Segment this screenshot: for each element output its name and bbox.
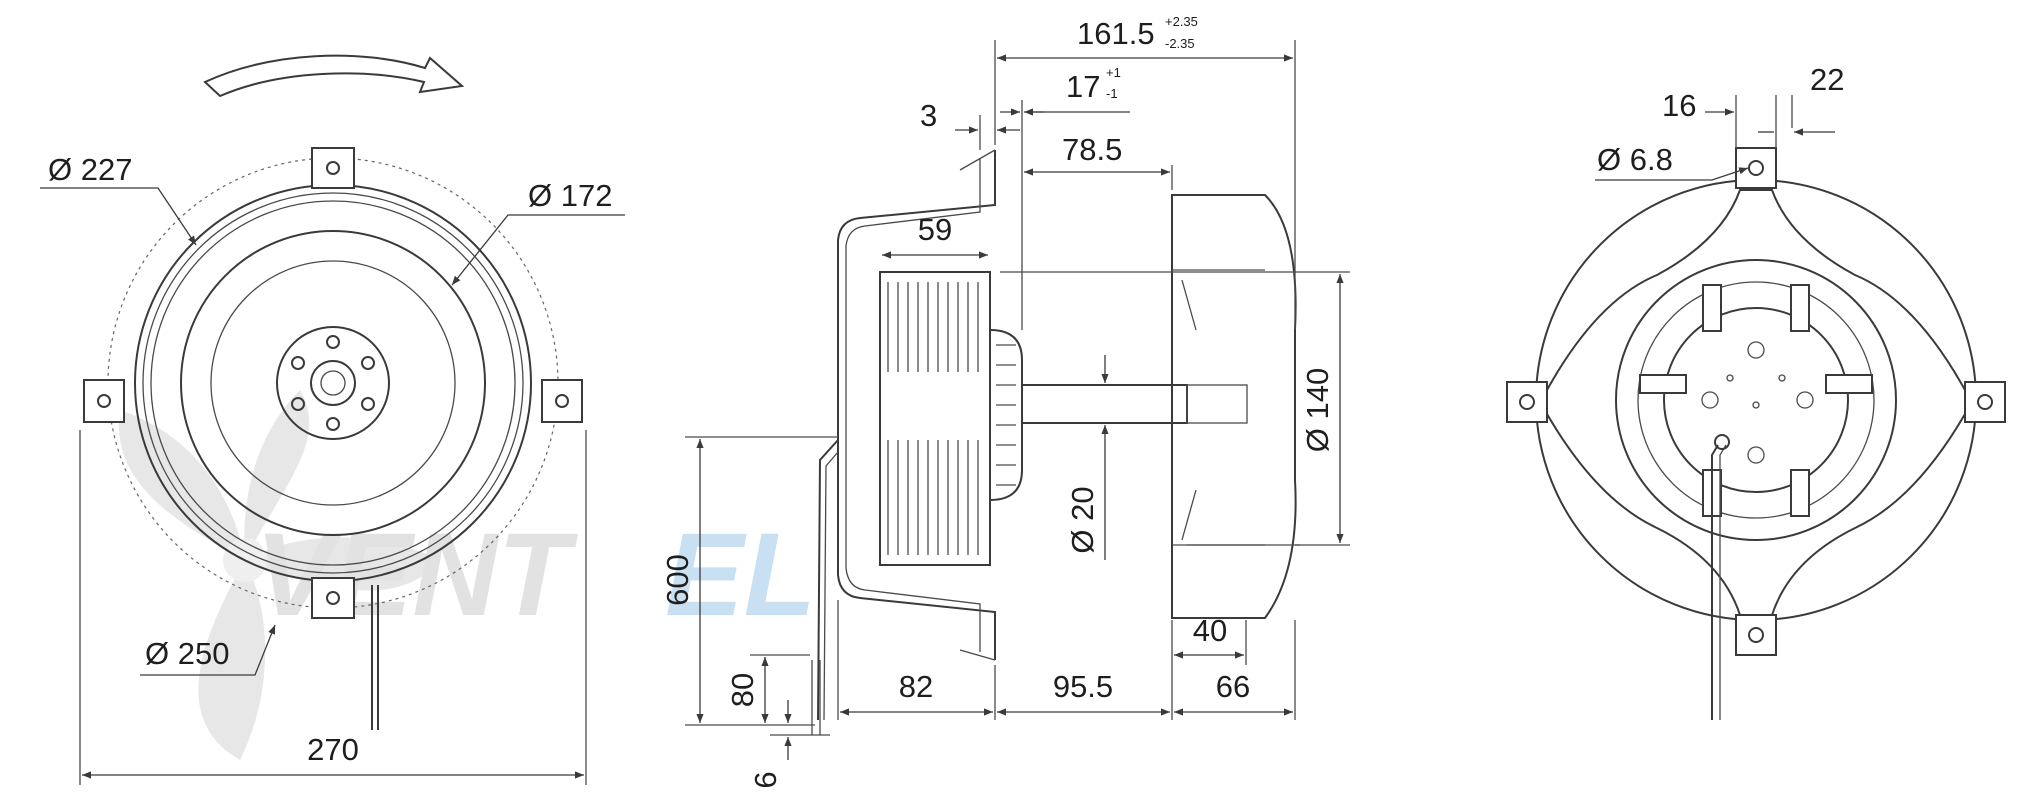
mounting-lug-left <box>83 379 125 423</box>
dim-78-5-label: 78.5 <box>1062 132 1122 167</box>
mounting-lug-bottom <box>311 577 355 619</box>
strip-length-label: 6 <box>748 771 783 788</box>
rear-lug-left <box>1506 381 1548 423</box>
impeller-ring <box>180 230 486 536</box>
dia-bolt-circle-label: Ø 250 <box>145 636 229 671</box>
dia-inner-label: Ø 172 <box>528 178 612 213</box>
rear-view: 16 22 Ø 6.8 <box>1506 62 2006 720</box>
motor-coil <box>989 329 1023 501</box>
dim-95-5-label: 95.5 <box>1053 669 1113 704</box>
dim-59-label: 59 <box>918 212 952 247</box>
impeller-blades <box>887 282 979 555</box>
shaft-body <box>1021 384 1188 424</box>
mounting-lug-top <box>311 147 355 189</box>
dim-16-label: 16 <box>1662 88 1696 123</box>
hub-bore <box>310 360 356 406</box>
rear-motor-ring <box>1615 259 1897 541</box>
rear-lug-bottom <box>1735 614 1777 656</box>
mounting-lug-right <box>541 379 583 423</box>
front-view: 270 Ø 227 Ø 172 Ø 250 <box>40 54 625 785</box>
side-cable <box>817 439 839 721</box>
hole-dia-label: Ø 6.8 <box>1597 142 1673 177</box>
dia-outer-label: Ø 227 <box>48 152 132 187</box>
cable-end-label: 80 <box>725 673 760 707</box>
dim-82-label: 82 <box>899 669 933 704</box>
housing-ring-2 <box>142 192 524 574</box>
housing-ring-3 <box>150 200 516 566</box>
overall-length-label: 161.5 <box>1077 16 1155 51</box>
watermark: VENT EL <box>118 390 816 760</box>
dim-17-tol-lower: -1 <box>1106 86 1118 101</box>
shaft <box>320 370 346 396</box>
dia-shaft-label: Ø 20 <box>1065 486 1100 553</box>
hub-screw-holes <box>291 335 375 431</box>
dim-3-label: 3 <box>920 98 937 133</box>
dim-17-tol-upper: +1 <box>1106 65 1121 80</box>
dim-22-label: 22 <box>1810 62 1844 97</box>
rear-motor-ring-inner <box>1637 281 1875 519</box>
rear-hub-ring <box>1663 307 1849 493</box>
impeller-drum <box>879 271 991 566</box>
dim-40-label: 40 <box>1193 613 1227 648</box>
watermark-brand-blue: EL <box>665 509 816 641</box>
rear-lug-right <box>1964 381 2006 423</box>
overall-length-tol-upper: +2.35 <box>1165 14 1198 29</box>
rear-center-holes <box>1701 341 1814 464</box>
dia-impeller-label: Ø 140 <box>1300 368 1335 452</box>
dim-66-label: 66 <box>1216 669 1250 704</box>
watermark-brand-grey: VENT <box>255 509 579 641</box>
cable-length-label: 600 <box>660 554 695 606</box>
bracket-outline <box>837 150 996 660</box>
rear-clip <box>1702 284 1722 332</box>
rear-lug-top <box>1735 147 1777 189</box>
side-view: 161.5 +2.35 -2.35 17 +1 -1 3 78.5 59 Ø 1… <box>660 14 1350 789</box>
dim-17-label: 17 <box>1066 69 1100 104</box>
hub <box>276 326 390 440</box>
width-label: 270 <box>307 732 359 767</box>
rotor-wheel <box>1171 194 1297 619</box>
motor-ring <box>210 260 456 506</box>
rear-cable <box>1711 444 1719 720</box>
overall-length-tol-lower: -2.35 <box>1165 36 1195 51</box>
rotation-arrow-icon <box>203 54 465 98</box>
